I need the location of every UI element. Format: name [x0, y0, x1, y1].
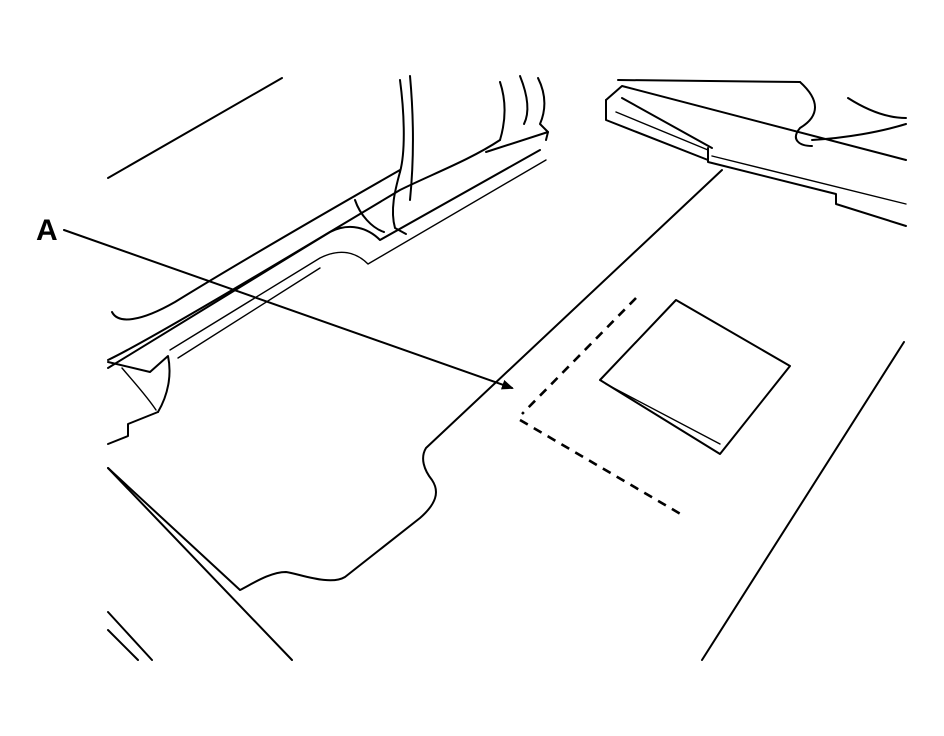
floor-pad — [599, 299, 791, 455]
floor-edges — [107, 341, 905, 661]
seat — [107, 75, 549, 445]
callout-a: A — [36, 214, 514, 390]
callout-label: A — [36, 214, 58, 247]
rear-trim — [605, 79, 907, 227]
floor-mat — [107, 169, 723, 591]
dashed-placement-outline — [519, 297, 685, 518]
